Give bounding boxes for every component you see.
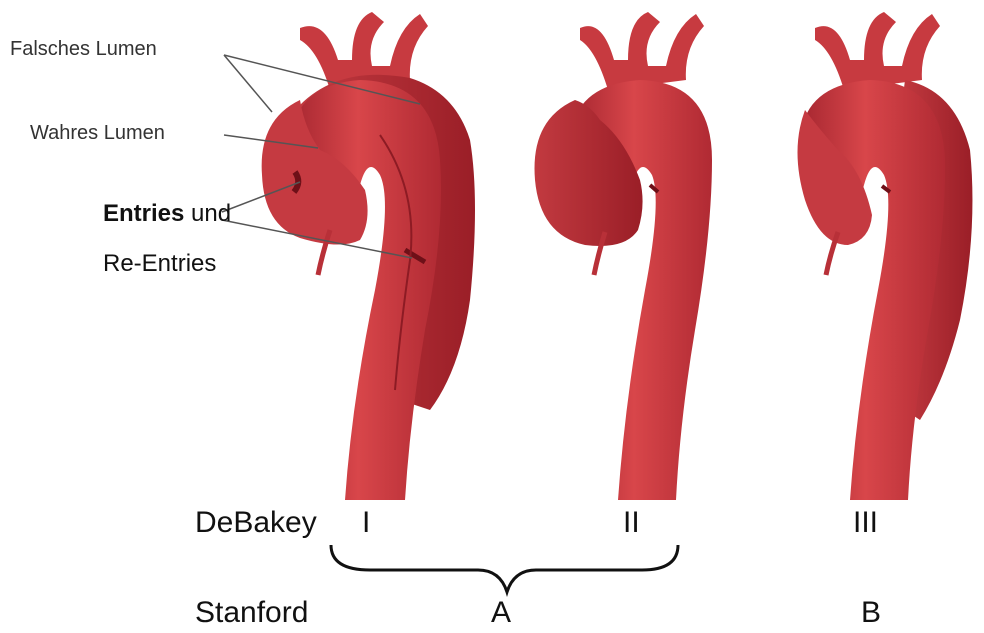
aortic-branches <box>815 12 940 90</box>
aorta-type-1 <box>262 12 475 500</box>
stanford-type-b: B <box>861 596 881 630</box>
debakey-type-2: II <box>623 506 640 540</box>
leader-false-lumen-2 <box>224 55 272 112</box>
label-entries: Entries und <box>103 200 231 228</box>
label-false-lumen: Falsches Lumen <box>10 38 157 61</box>
stanford-type-a: A <box>491 596 511 630</box>
debakey-type-3: III <box>853 506 878 540</box>
aorta-type-3 <box>798 12 973 500</box>
label-entries-rest: und <box>191 200 231 227</box>
debakey-type-1: I <box>362 506 370 540</box>
label-true-lumen: Wahres Lumen <box>30 122 165 145</box>
aortic-branches <box>580 12 704 90</box>
label-debakey: DeBakey <box>195 506 317 540</box>
label-stanford: Stanford <box>195 596 308 630</box>
stanford-a-brace <box>331 545 678 592</box>
aorta-type-2 <box>535 12 713 500</box>
label-entries-bold: Entries <box>103 200 184 227</box>
label-reentries: Re-Entries <box>103 250 216 278</box>
